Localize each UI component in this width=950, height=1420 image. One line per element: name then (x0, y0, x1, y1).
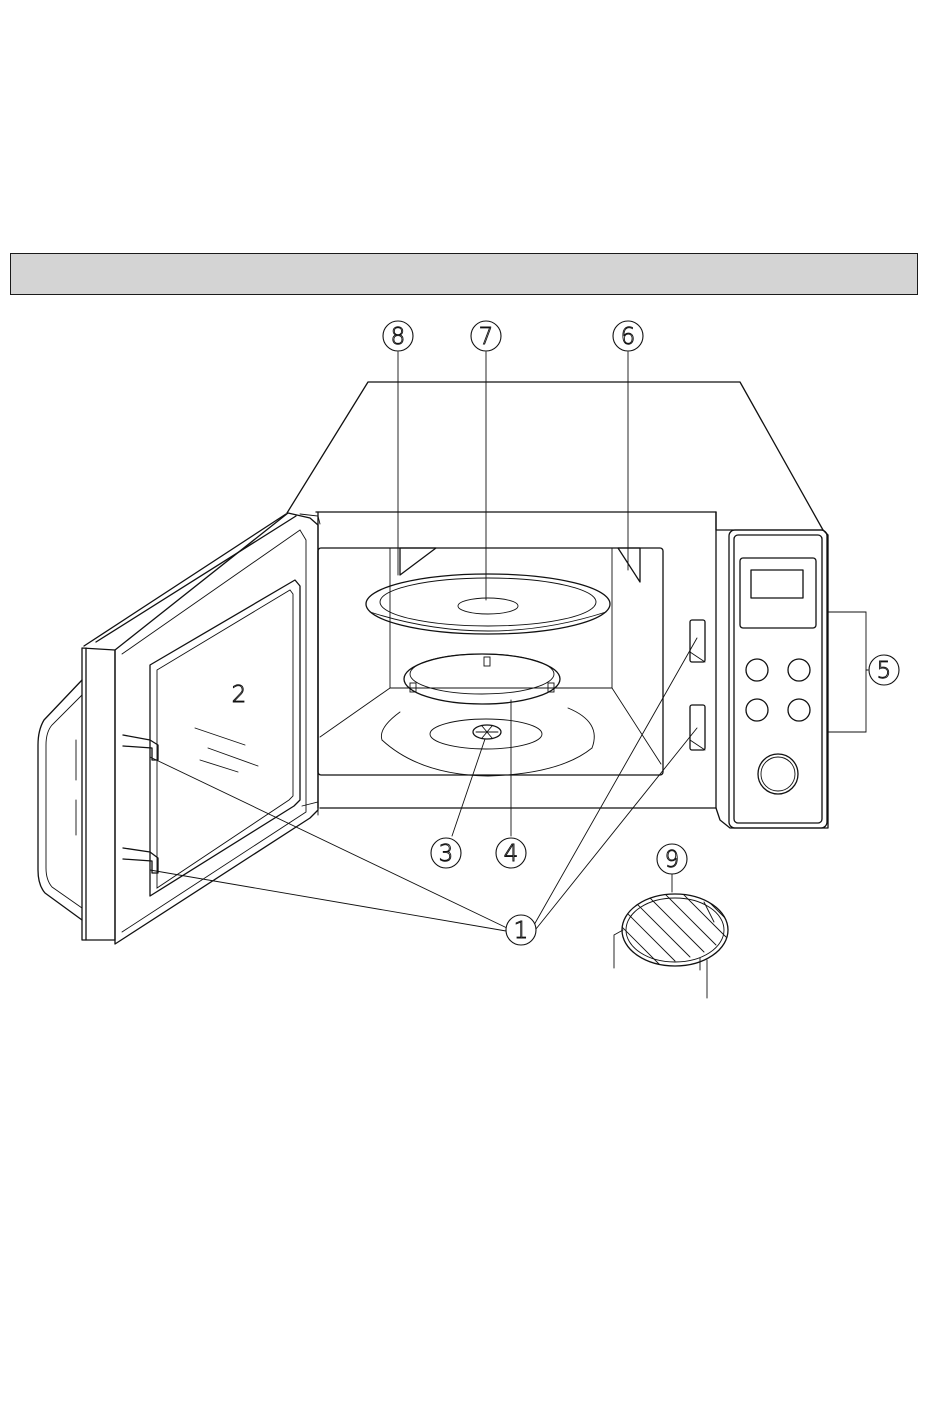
callout-2: 2 (224, 680, 254, 710)
callout-5: 5 (869, 655, 899, 685)
callout-7: 7 (471, 321, 501, 351)
svg-text:6: 6 (621, 324, 636, 350)
lamp-cover (400, 548, 436, 575)
callout-3: 3 (431, 838, 461, 868)
roller-ring (404, 654, 560, 704)
svg-text:4: 4 (504, 841, 519, 867)
svg-text:9: 9 (665, 847, 680, 873)
svg-text:7: 7 (479, 324, 494, 350)
grill-rack (590, 870, 740, 998)
svg-text:1: 1 (514, 918, 529, 944)
glass-tray (366, 574, 610, 634)
callout-9: 9 (657, 844, 687, 874)
turntable-base (381, 708, 594, 776)
cabinet (287, 382, 823, 808)
latch-receptacles (690, 620, 705, 750)
svg-text:3: 3 (439, 841, 454, 867)
callout-6: 6 (613, 321, 643, 351)
svg-text:5: 5 (877, 658, 892, 684)
door (82, 513, 320, 944)
svg-text:8: 8 (391, 324, 406, 350)
door-handle (38, 680, 82, 920)
callout-4: 4 (496, 838, 526, 868)
svg-text:2: 2 (232, 682, 247, 708)
control-panel (716, 512, 828, 828)
waveguide-cover (618, 548, 640, 582)
oven-cavity (318, 548, 663, 775)
callout-1: 1 (506, 915, 536, 945)
callout-8: 8 (383, 321, 413, 351)
